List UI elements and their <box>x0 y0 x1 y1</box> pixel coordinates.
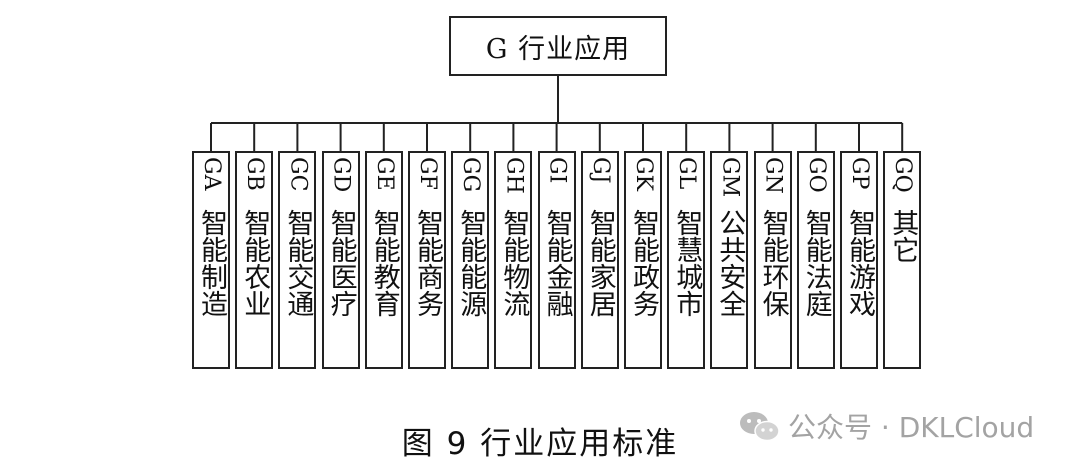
child-node-name: 智能法庭 <box>800 209 832 317</box>
child-node-name: 其它 <box>887 209 919 263</box>
child-node-code: GJ <box>587 157 613 184</box>
child-node-code: GP <box>847 157 872 190</box>
child-node-name: 智能金融 <box>541 209 573 317</box>
child-node-gl: GL 智慧城市 <box>667 151 706 369</box>
child-node-code: GD <box>328 157 354 193</box>
wechat-icon <box>740 412 780 442</box>
child-node-code: GA <box>199 157 224 191</box>
child-node-gn: GN 智能环保 <box>753 151 792 369</box>
child-node-name: 智能制造 <box>196 209 227 317</box>
child-node-name: 智能家居 <box>584 209 616 317</box>
child-node-code: GE <box>371 157 397 191</box>
child-node-gd: GD 智能医疗 <box>321 151 360 369</box>
child-node-code: GQ <box>890 157 916 193</box>
child-node-code: GH <box>501 157 527 194</box>
child-node-gj: GJ 智能家居 <box>580 151 619 369</box>
child-node-gf: GF 智能商务 <box>408 151 446 369</box>
root-node-box: G 行业应用 <box>449 16 667 76</box>
child-node-name: 公共安全 <box>714 209 746 317</box>
child-node-gb: GB 智能农业 <box>235 151 274 369</box>
child-node-code: GG <box>458 157 484 193</box>
child-node-code: GN <box>760 157 786 194</box>
child-node-code: GI <box>544 157 570 184</box>
child-node-gq: GQ 其它 <box>883 151 922 369</box>
child-node-code: GC <box>285 157 311 192</box>
child-node-code: GF <box>415 157 440 190</box>
child-node-code: GL <box>674 157 700 190</box>
child-node-code: GB <box>242 157 268 191</box>
child-node-ga: GA 智能制造 <box>192 151 230 369</box>
child-node-name: 智能游戏 <box>844 209 875 317</box>
child-node-name: 智能物流 <box>498 209 530 317</box>
child-node-ge: GE 智能教育 <box>364 151 403 369</box>
child-node-name: 智能农业 <box>239 209 271 317</box>
child-node-gc: GC 智能交通 <box>278 151 317 369</box>
child-node-name: 智能环保 <box>757 209 789 317</box>
figure-caption: 图 9 行业应用标准 <box>401 426 679 462</box>
root-node-label: G 行业应用 <box>485 33 631 65</box>
child-node-go: GO 智能法庭 <box>796 151 835 369</box>
child-node-code: GO <box>803 157 829 193</box>
child-node-gp: GP 智能游戏 <box>840 151 878 369</box>
child-node-name: 智能商务 <box>412 209 443 317</box>
child-node-name: 智能能源 <box>455 209 487 317</box>
child-node-code: GM <box>717 157 743 198</box>
child-node-name: 智能教育 <box>368 209 400 317</box>
child-node-name: 智慧城市 <box>671 209 703 317</box>
child-node-gh: GH 智能物流 <box>494 151 533 369</box>
child-node-name: 智能政务 <box>628 209 659 317</box>
child-node-name: 智能交通 <box>282 209 314 317</box>
child-node-gg: GG 智能能源 <box>451 151 490 369</box>
watermark-text: 公众号 · DKLCloud <box>788 411 1035 444</box>
child-node-gm: GM 公共安全 <box>710 151 749 369</box>
child-node-name: 智能医疗 <box>325 209 357 317</box>
child-node-gk: GK 智能政务 <box>624 151 662 369</box>
child-node-code: GK <box>631 157 656 192</box>
child-node-gi: GI 智能金融 <box>537 151 576 369</box>
watermark: 公众号 · DKLCloud <box>738 405 1034 447</box>
